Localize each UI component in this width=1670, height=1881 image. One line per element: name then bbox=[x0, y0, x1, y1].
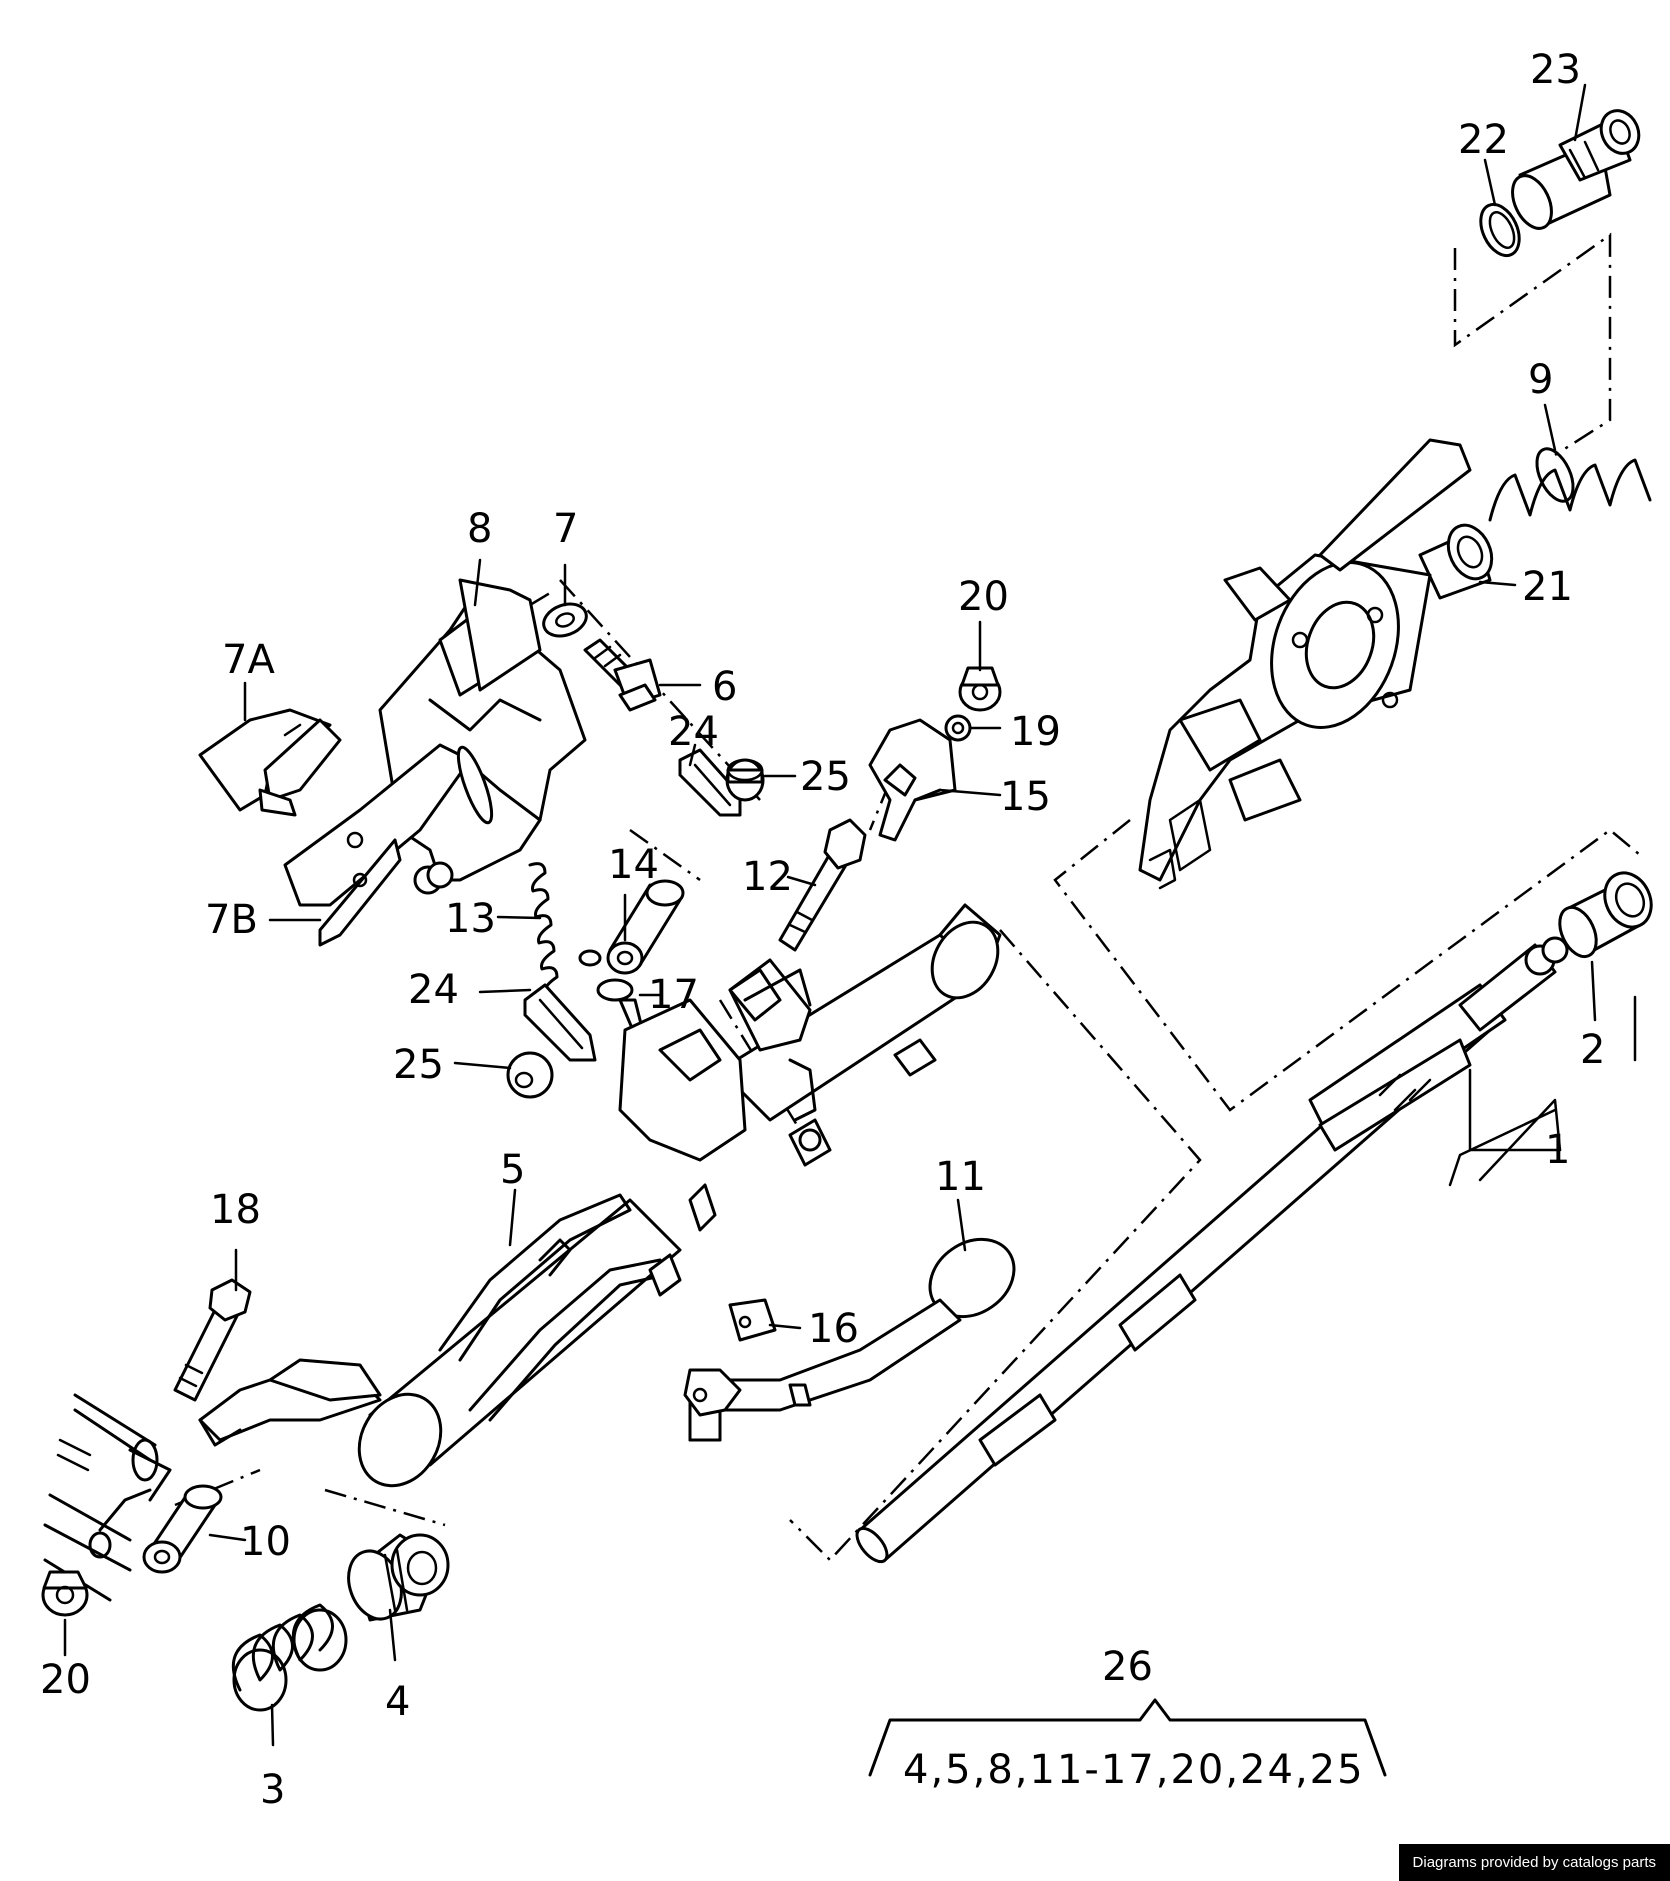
assembly-guide-lines bbox=[174, 232, 1641, 1562]
part-2-splined-collar bbox=[1558, 871, 1653, 959]
label-3: 3 bbox=[260, 1767, 285, 1813]
label-17: 17 bbox=[648, 972, 699, 1018]
part-8-upper-bracket bbox=[283, 578, 587, 947]
part-24-slotted-plate-upper bbox=[678, 748, 742, 817]
label-11: 11 bbox=[935, 1154, 986, 1200]
label-5: 5 bbox=[500, 1147, 525, 1193]
part-25-grommet-lower bbox=[506, 1051, 554, 1099]
label-14: 14 bbox=[608, 842, 659, 888]
part-24-slotted-plate-lower bbox=[523, 983, 597, 1062]
label-24-upper: 24 bbox=[668, 709, 719, 755]
label-21: 21 bbox=[1522, 564, 1573, 610]
part-5-lower-bracket bbox=[198, 1193, 682, 1488]
label-22: 22 bbox=[1458, 117, 1509, 163]
label-24-lower: 24 bbox=[408, 967, 459, 1013]
credit-banner: Diagrams provided by catalogs parts bbox=[1398, 1844, 1670, 1881]
label-19: 19 bbox=[1010, 709, 1061, 755]
part-22-ring bbox=[1479, 202, 1521, 258]
part-16-clip bbox=[728, 1298, 777, 1342]
part-3-spring bbox=[231, 1603, 348, 1712]
part-1-steering-shaft bbox=[855, 936, 1569, 1564]
part-18-bolt bbox=[173, 1278, 252, 1402]
label-25-upper: 25 bbox=[800, 754, 851, 800]
label-12: 12 bbox=[742, 854, 793, 900]
label-20-lower: 20 bbox=[40, 1657, 91, 1703]
label-15: 15 bbox=[1000, 774, 1051, 820]
label-7b: 7B bbox=[205, 897, 258, 943]
label-8: 8 bbox=[467, 506, 492, 552]
part-12-long-bolt bbox=[778, 818, 867, 952]
part-21-bushing bbox=[1418, 523, 1494, 600]
leader-lines bbox=[63, 83, 1637, 1747]
part-11-lever bbox=[683, 1237, 1016, 1442]
part-20-nut-upper bbox=[958, 666, 1002, 712]
part-labels: 1 2 3 4 5 6 7 7A 7B 8 9 10 11 12 13 14 1… bbox=[40, 47, 1605, 1813]
part-7a-clip bbox=[198, 708, 342, 817]
label-23: 23 bbox=[1530, 47, 1581, 93]
label-13: 13 bbox=[445, 896, 496, 942]
label-4: 4 bbox=[385, 1679, 410, 1725]
kit-contents: 4,5,8,11-17,20,24,25 bbox=[903, 1747, 1365, 1793]
label-7: 7 bbox=[553, 506, 578, 552]
part-9-spring bbox=[1488, 447, 1652, 522]
part-25-grommet-upper bbox=[725, 758, 765, 802]
part-23-splined-sleeve bbox=[1511, 109, 1641, 230]
label-16: 16 bbox=[808, 1306, 859, 1352]
part-20-nut-lower bbox=[41, 1570, 89, 1617]
label-9: 9 bbox=[1528, 357, 1553, 403]
label-1: 1 bbox=[1545, 1127, 1570, 1173]
kit-bracket bbox=[868, 1698, 1387, 1777]
body-mounting-bracket bbox=[43, 1393, 172, 1602]
part-10-sleeve bbox=[142, 1484, 223, 1574]
label-26: 26 bbox=[1102, 1644, 1153, 1690]
label-6: 6 bbox=[712, 664, 737, 710]
part-13-spring bbox=[528, 862, 602, 997]
label-25-lower: 25 bbox=[393, 1042, 444, 1088]
label-18: 18 bbox=[210, 1187, 261, 1233]
column-jacket bbox=[618, 903, 1002, 1232]
label-7a: 7A bbox=[222, 637, 275, 683]
label-20-upper: 20 bbox=[958, 574, 1009, 620]
part-14-bushing bbox=[606, 879, 685, 975]
label-2: 2 bbox=[1580, 1027, 1605, 1073]
part-7-washer bbox=[542, 602, 588, 638]
part-6-stud-bolt bbox=[583, 638, 662, 712]
part-4-splined-bushing bbox=[347, 1533, 450, 1622]
part-19-toothed-washer bbox=[944, 714, 972, 742]
label-10: 10 bbox=[240, 1519, 291, 1565]
part-15-plate-bracket bbox=[868, 718, 957, 842]
switch-housing bbox=[1138, 438, 1472, 890]
